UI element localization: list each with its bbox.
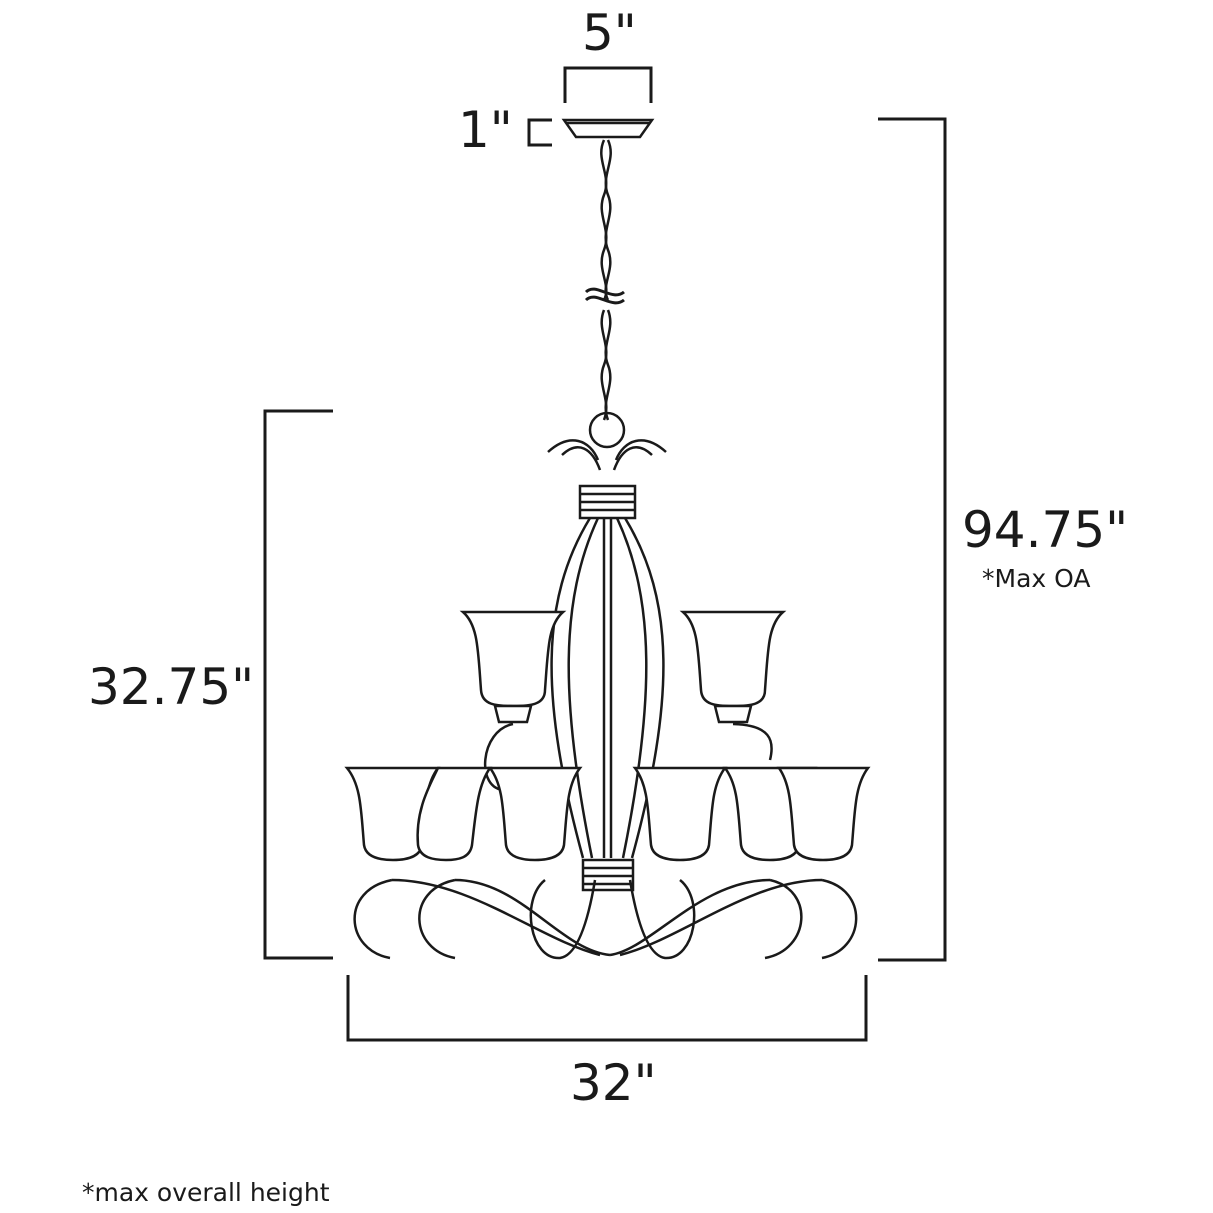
overall-height-label: 94.75" [962,501,1129,559]
lower-shades [344,766,871,862]
chain [584,139,625,421]
canopy-width-bracket [563,66,653,103]
fixture-width-bracket [346,975,868,1042]
footnote: *max overall height [82,1178,330,1207]
fixture-height-bracket [263,409,333,960]
chandelier [344,118,871,960]
dimension-lines [263,66,947,1042]
overall-height-note: *Max OA [982,564,1091,593]
upper-shades [459,610,787,792]
canopy-height-bracket [527,118,552,147]
canopy-width-label: 5" [582,4,637,62]
canopy-height-label: 1" [458,101,513,159]
fixture-height-label: 32.75" [88,658,255,716]
fixture-width-label: 32" [570,1054,657,1112]
scroll-arms [353,878,858,960]
overall-height-bracket [878,117,947,962]
